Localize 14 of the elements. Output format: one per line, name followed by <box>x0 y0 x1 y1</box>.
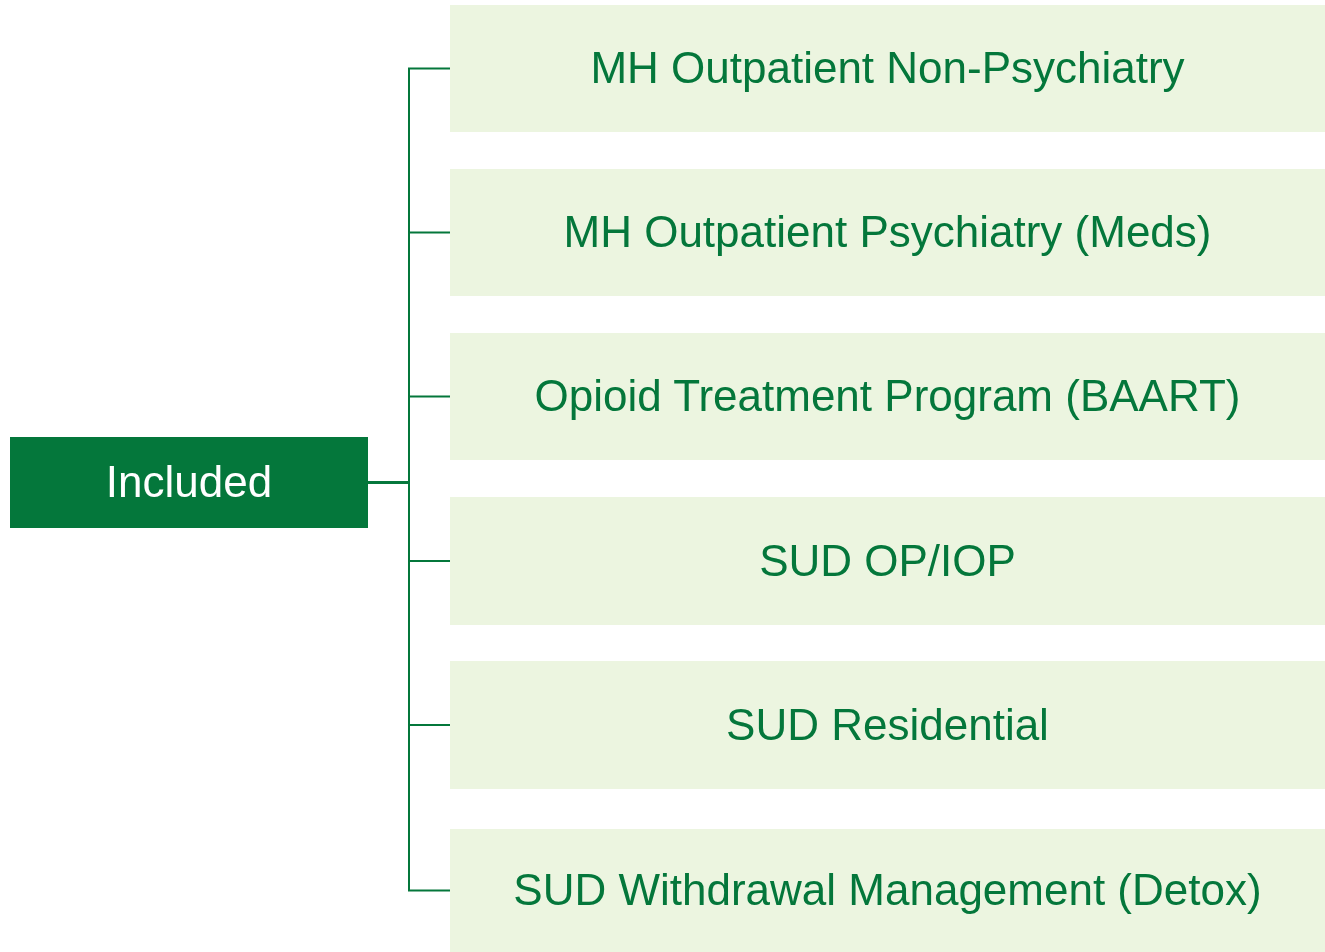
category-box <box>450 169 1325 296</box>
root-box <box>10 437 368 528</box>
category-box <box>450 829 1325 952</box>
box-label: SUD Residential <box>726 700 1049 750</box>
box-label: MH Outpatient Non-Psychiatry <box>590 44 1185 93</box>
box-label: MH Outpatient Psychiatry (Meds) <box>563 208 1212 257</box>
category-box <box>450 5 1325 132</box>
box-label: Opioid Treatment Program (BAART) <box>534 372 1241 421</box>
box-label: SUD Withdrawal Management (Detox) <box>513 866 1262 915</box>
box-label: SUD OP/IOP <box>759 536 1016 586</box>
box-label: Included <box>105 458 273 507</box>
category-box <box>450 333 1325 460</box>
category-box <box>450 661 1325 789</box>
category-box <box>450 497 1325 625</box>
